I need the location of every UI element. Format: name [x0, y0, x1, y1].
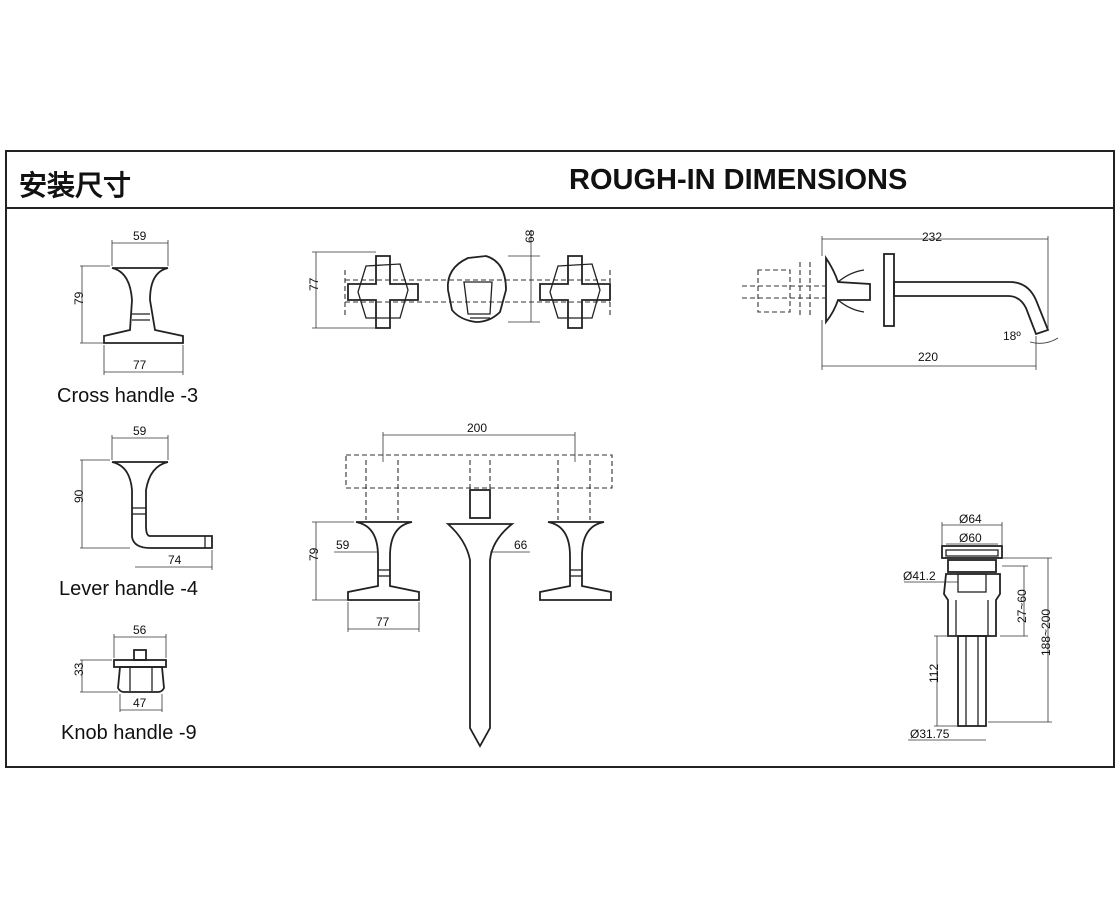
lever-width-top-label: 59	[133, 424, 147, 438]
drawing-frame: 安装尺寸 ROUGH-IN DIMENSIONS	[5, 150, 1115, 768]
front-view-diagram	[312, 432, 613, 748]
drain-pipe-diameter-label: Ø31.75	[910, 727, 950, 741]
drain-outer-diameter-label: Ø64	[959, 512, 982, 526]
top-view-height-label: 77	[307, 277, 321, 291]
drain-diagram	[904, 522, 1052, 741]
side-view-angle-label: 18º	[1003, 329, 1021, 343]
front-view-base-width-label: 77	[376, 615, 390, 629]
title-chinese: 安装尺寸	[19, 169, 132, 202]
knob-width-top-label: 56	[133, 623, 147, 637]
title-bar: 安装尺寸 ROUGH-IN DIMENSIONS	[7, 152, 1113, 209]
cross-height-label: 79	[72, 291, 86, 305]
knob-width-base-label: 47	[133, 696, 147, 710]
side-view-overall-length-label: 232	[922, 230, 942, 244]
top-view-spout-height-label: 68	[523, 229, 537, 243]
knob-handle-diagram	[80, 634, 167, 712]
drain-total-range-label: 188~200	[1039, 609, 1053, 656]
front-view-handle-width-label: 59	[336, 538, 350, 552]
front-view-spacing-label: 200	[467, 421, 487, 435]
lever-handle-caption: Lever handle -4	[59, 578, 198, 600]
drain-body-diameter-label: Ø41.2	[903, 569, 936, 583]
front-view-spout-width-label: 66	[514, 538, 528, 552]
lever-length-label: 74	[168, 553, 182, 567]
top-view-diagram	[312, 230, 611, 329]
knob-handle-caption: Knob handle -9	[61, 722, 197, 744]
drain-adjust-range-label: 27~60	[1015, 589, 1029, 623]
title-english: ROUGH-IN DIMENSIONS	[569, 164, 908, 196]
side-view-diagram	[742, 236, 1059, 370]
lever-handle-diagram	[80, 435, 213, 570]
drain-pipe-length-label: 112	[927, 664, 941, 683]
cross-width-base-label: 77	[133, 358, 147, 372]
cross-handle-diagram	[80, 240, 184, 375]
front-view-height-label: 79	[307, 547, 321, 561]
knob-height-label: 33	[72, 662, 86, 676]
side-view-spout-length-label: 220	[918, 350, 938, 364]
cross-handle-caption: Cross handle -3	[57, 385, 198, 407]
cross-width-top-label: 59	[133, 229, 147, 243]
drain-flange-diameter-label: Ø60	[959, 531, 982, 545]
lever-height-label: 90	[72, 489, 86, 503]
